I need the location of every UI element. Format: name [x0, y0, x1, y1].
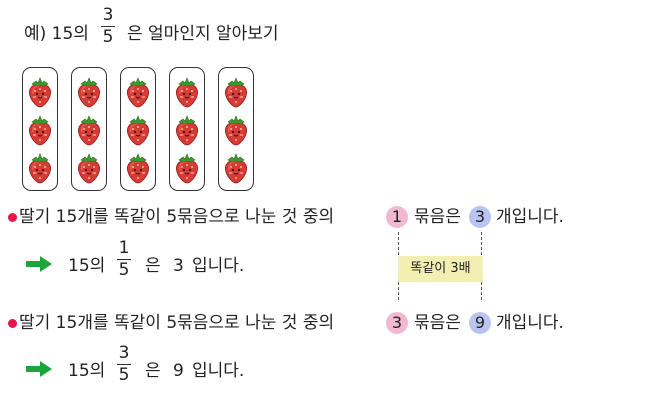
title-fraction: 3 5 — [101, 6, 115, 46]
line1-text-a: 딸기 15개를 똑같이 5묶음으로 나눈 것 중의 — [19, 207, 335, 227]
strawberry-icon — [223, 76, 249, 108]
result2-fraction-denominator: 5 — [118, 365, 130, 386]
line2-circle-count: 9 — [469, 312, 491, 334]
result1-fraction-denominator: 5 — [118, 260, 130, 281]
strawberry-icon — [125, 114, 151, 146]
line2-text-b: 묶음은 — [414, 313, 461, 333]
result2-mid: 은 — [145, 361, 161, 381]
bullet-dot — [8, 319, 17, 328]
line1-text-c: 개입니다. — [496, 207, 564, 227]
strawberry-icon — [223, 152, 249, 184]
fraction-bar — [117, 259, 131, 261]
result2-suffix: 입니다. — [192, 361, 245, 381]
triple-note: 똑같이 3배 — [398, 256, 483, 282]
strawberry-icon — [27, 114, 53, 146]
title-fraction-numerator: 3 — [102, 5, 114, 25]
line2-text-a: 딸기 15개를 똑같이 5묶음으로 나눈 것 중의 — [19, 313, 335, 333]
title-suffix: 은 얼마인지 알아보기 — [127, 24, 279, 44]
title-prefix: 예) 15의 — [24, 24, 89, 44]
green-arrow-icon — [26, 256, 52, 272]
strawberry-group-box — [218, 67, 254, 191]
strawberry-group-box — [71, 67, 107, 191]
result2-value: 9 — [173, 361, 184, 381]
strawberry-icon — [174, 114, 200, 146]
fraction-bar — [117, 364, 131, 366]
result1-value: 3 — [173, 256, 184, 276]
strawberry-icon — [125, 76, 151, 108]
result1-fraction: 1 5 — [117, 239, 131, 279]
line1-text-b: 묶음은 — [414, 207, 461, 227]
strawberry-icon — [125, 152, 151, 184]
strawberry-group-box — [22, 67, 58, 191]
strawberry-icon — [76, 114, 102, 146]
result1-suffix: 입니다. — [192, 256, 245, 276]
title-fraction-denominator: 5 — [102, 27, 114, 48]
bullet-dot — [8, 213, 17, 222]
result1-fraction-numerator: 1 — [118, 238, 130, 258]
strawberry-icon — [27, 152, 53, 184]
green-arrow-icon — [26, 361, 52, 377]
line2-circle-groups: 3 — [386, 312, 408, 334]
result2-prefix: 15의 — [68, 361, 106, 381]
strawberry-icon — [174, 76, 200, 108]
strawberry-icon — [76, 76, 102, 108]
strawberry-icon — [174, 152, 200, 184]
result2-fraction: 3 5 — [117, 344, 131, 384]
strawberry-group-box — [120, 67, 156, 191]
strawberry-icon — [76, 152, 102, 184]
fraction-bar — [101, 26, 115, 28]
strawberry-group-box — [169, 67, 205, 191]
strawberry-icon — [27, 76, 53, 108]
result2-fraction-numerator: 3 — [118, 343, 130, 363]
result1-mid: 은 — [145, 256, 161, 276]
line2-text-c: 개입니다. — [496, 313, 564, 333]
line1-circle-count: 3 — [469, 206, 491, 228]
result1-prefix: 15의 — [68, 256, 106, 276]
line1-circle-groups: 1 — [386, 206, 408, 228]
strawberry-icon — [223, 114, 249, 146]
